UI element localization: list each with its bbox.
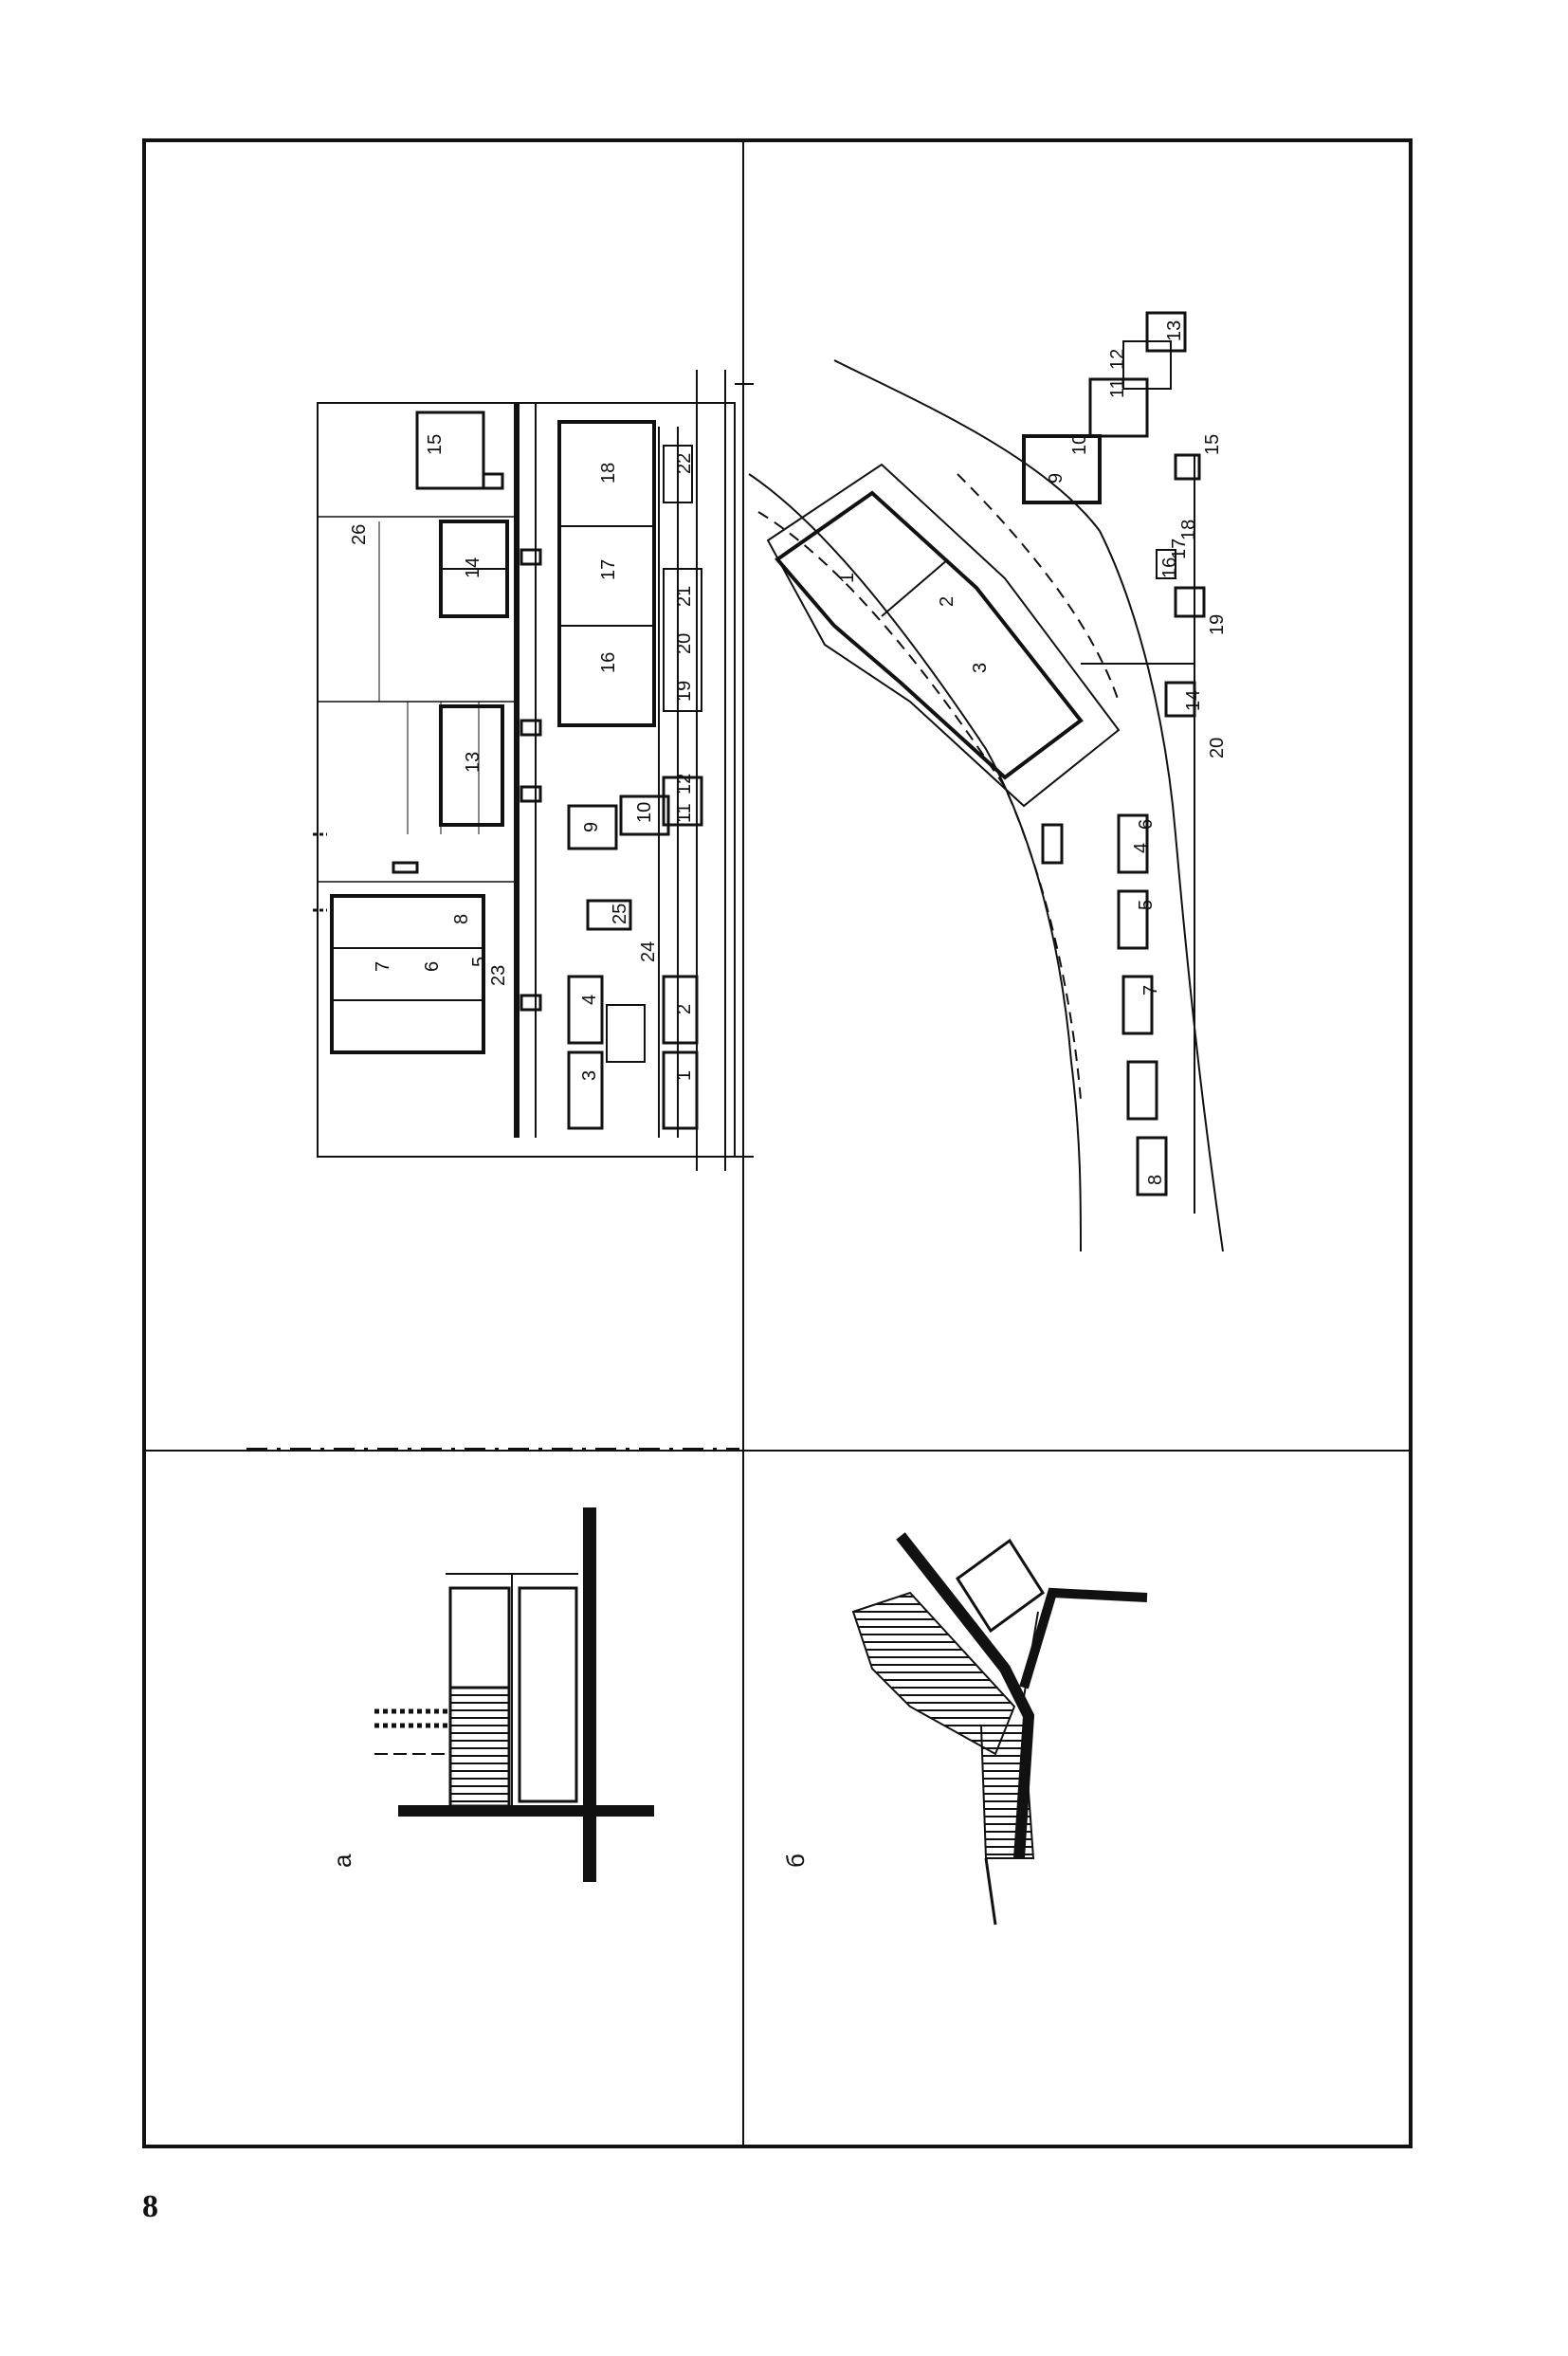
plan-b-label: 12 bbox=[1107, 349, 1128, 370]
panel-letter-a: а bbox=[328, 1854, 356, 1868]
plan-b-label: 10 bbox=[1069, 434, 1090, 455]
plan-b-label: 16 bbox=[1159, 557, 1180, 578]
plan-a-label: 7 bbox=[373, 961, 393, 972]
plan-b-label: 3 bbox=[970, 663, 991, 673]
page-number: 8 bbox=[142, 2189, 158, 2224]
plan-b-label: 18 bbox=[1178, 520, 1199, 540]
plan-b-label: 4 bbox=[1131, 843, 1152, 853]
plan-a-label: 16 bbox=[598, 652, 619, 673]
plan-a-label: 20 bbox=[674, 633, 695, 654]
plan-a-label: 6 bbox=[422, 961, 443, 972]
plan-a-label: 10 bbox=[634, 802, 655, 823]
plan-a-label: 25 bbox=[610, 904, 630, 924]
plan-b-label: 19 bbox=[1207, 614, 1228, 635]
plan-b-label: 13 bbox=[1164, 320, 1185, 341]
plan-a-label: 14 bbox=[463, 557, 483, 578]
plan-a-label: 21 bbox=[674, 586, 695, 607]
plan-b-label: 15 bbox=[1202, 434, 1223, 455]
plan-a-label: 24 bbox=[638, 941, 659, 962]
plan-a-label: 13 bbox=[463, 752, 483, 773]
plan-a-label: 19 bbox=[674, 681, 695, 702]
plan-a-label: 8 bbox=[451, 914, 472, 924]
plan-b-label: 2 bbox=[937, 596, 957, 607]
plan-a-label: 12 bbox=[674, 774, 695, 794]
plan-b-label: 20 bbox=[1207, 738, 1228, 758]
plan-a-label: 3 bbox=[579, 1070, 600, 1081]
plan-b-label: 1 bbox=[837, 573, 858, 583]
site-plan-b bbox=[748, 311, 1224, 1252]
plan-b-label: 14 bbox=[1183, 690, 1204, 711]
plan-a-label: 17 bbox=[598, 559, 619, 580]
panel-letter-b: б bbox=[781, 1854, 810, 1868]
plan-b-label: 8 bbox=[1145, 1175, 1166, 1185]
plan-b-label: 9 bbox=[1046, 473, 1067, 484]
figure-frame bbox=[142, 138, 1413, 2148]
site-plan-a bbox=[313, 370, 754, 1171]
plan-a-label: 9 bbox=[581, 822, 602, 832]
plan-a-label: 2 bbox=[674, 1004, 695, 1014]
plan-b-label: 17 bbox=[1169, 539, 1190, 559]
plan-a-label: 1 bbox=[674, 1070, 695, 1081]
scheme-a bbox=[246, 1448, 739, 1882]
plan-b-label: 11 bbox=[1107, 378, 1128, 398]
plan-a-label: 11 bbox=[674, 803, 695, 823]
plan-a-label: 23 bbox=[488, 965, 509, 986]
scheme-b bbox=[851, 1532, 1148, 1926]
plan-b-label: 6 bbox=[1136, 819, 1157, 830]
plan-a-label: 22 bbox=[674, 453, 695, 474]
plan-a-label: 26 bbox=[349, 524, 370, 545]
plan-b-labels: 1 2 3 4 5 6 7 8 9 10 11 12 13 14 15 16 1… bbox=[837, 320, 1228, 1185]
plan-a-label: 5 bbox=[469, 957, 490, 967]
plan-a-label: 18 bbox=[598, 463, 619, 484]
plan-a-labels: 1 2 3 4 5 6 7 8 9 10 11 12 13 14 15 16 1… bbox=[349, 434, 695, 1081]
plan-b-label: 5 bbox=[1136, 900, 1157, 910]
plan-a-label: 15 bbox=[425, 434, 446, 455]
plan-b-label: 7 bbox=[1140, 985, 1161, 995]
plan-a-label: 4 bbox=[579, 995, 600, 1005]
